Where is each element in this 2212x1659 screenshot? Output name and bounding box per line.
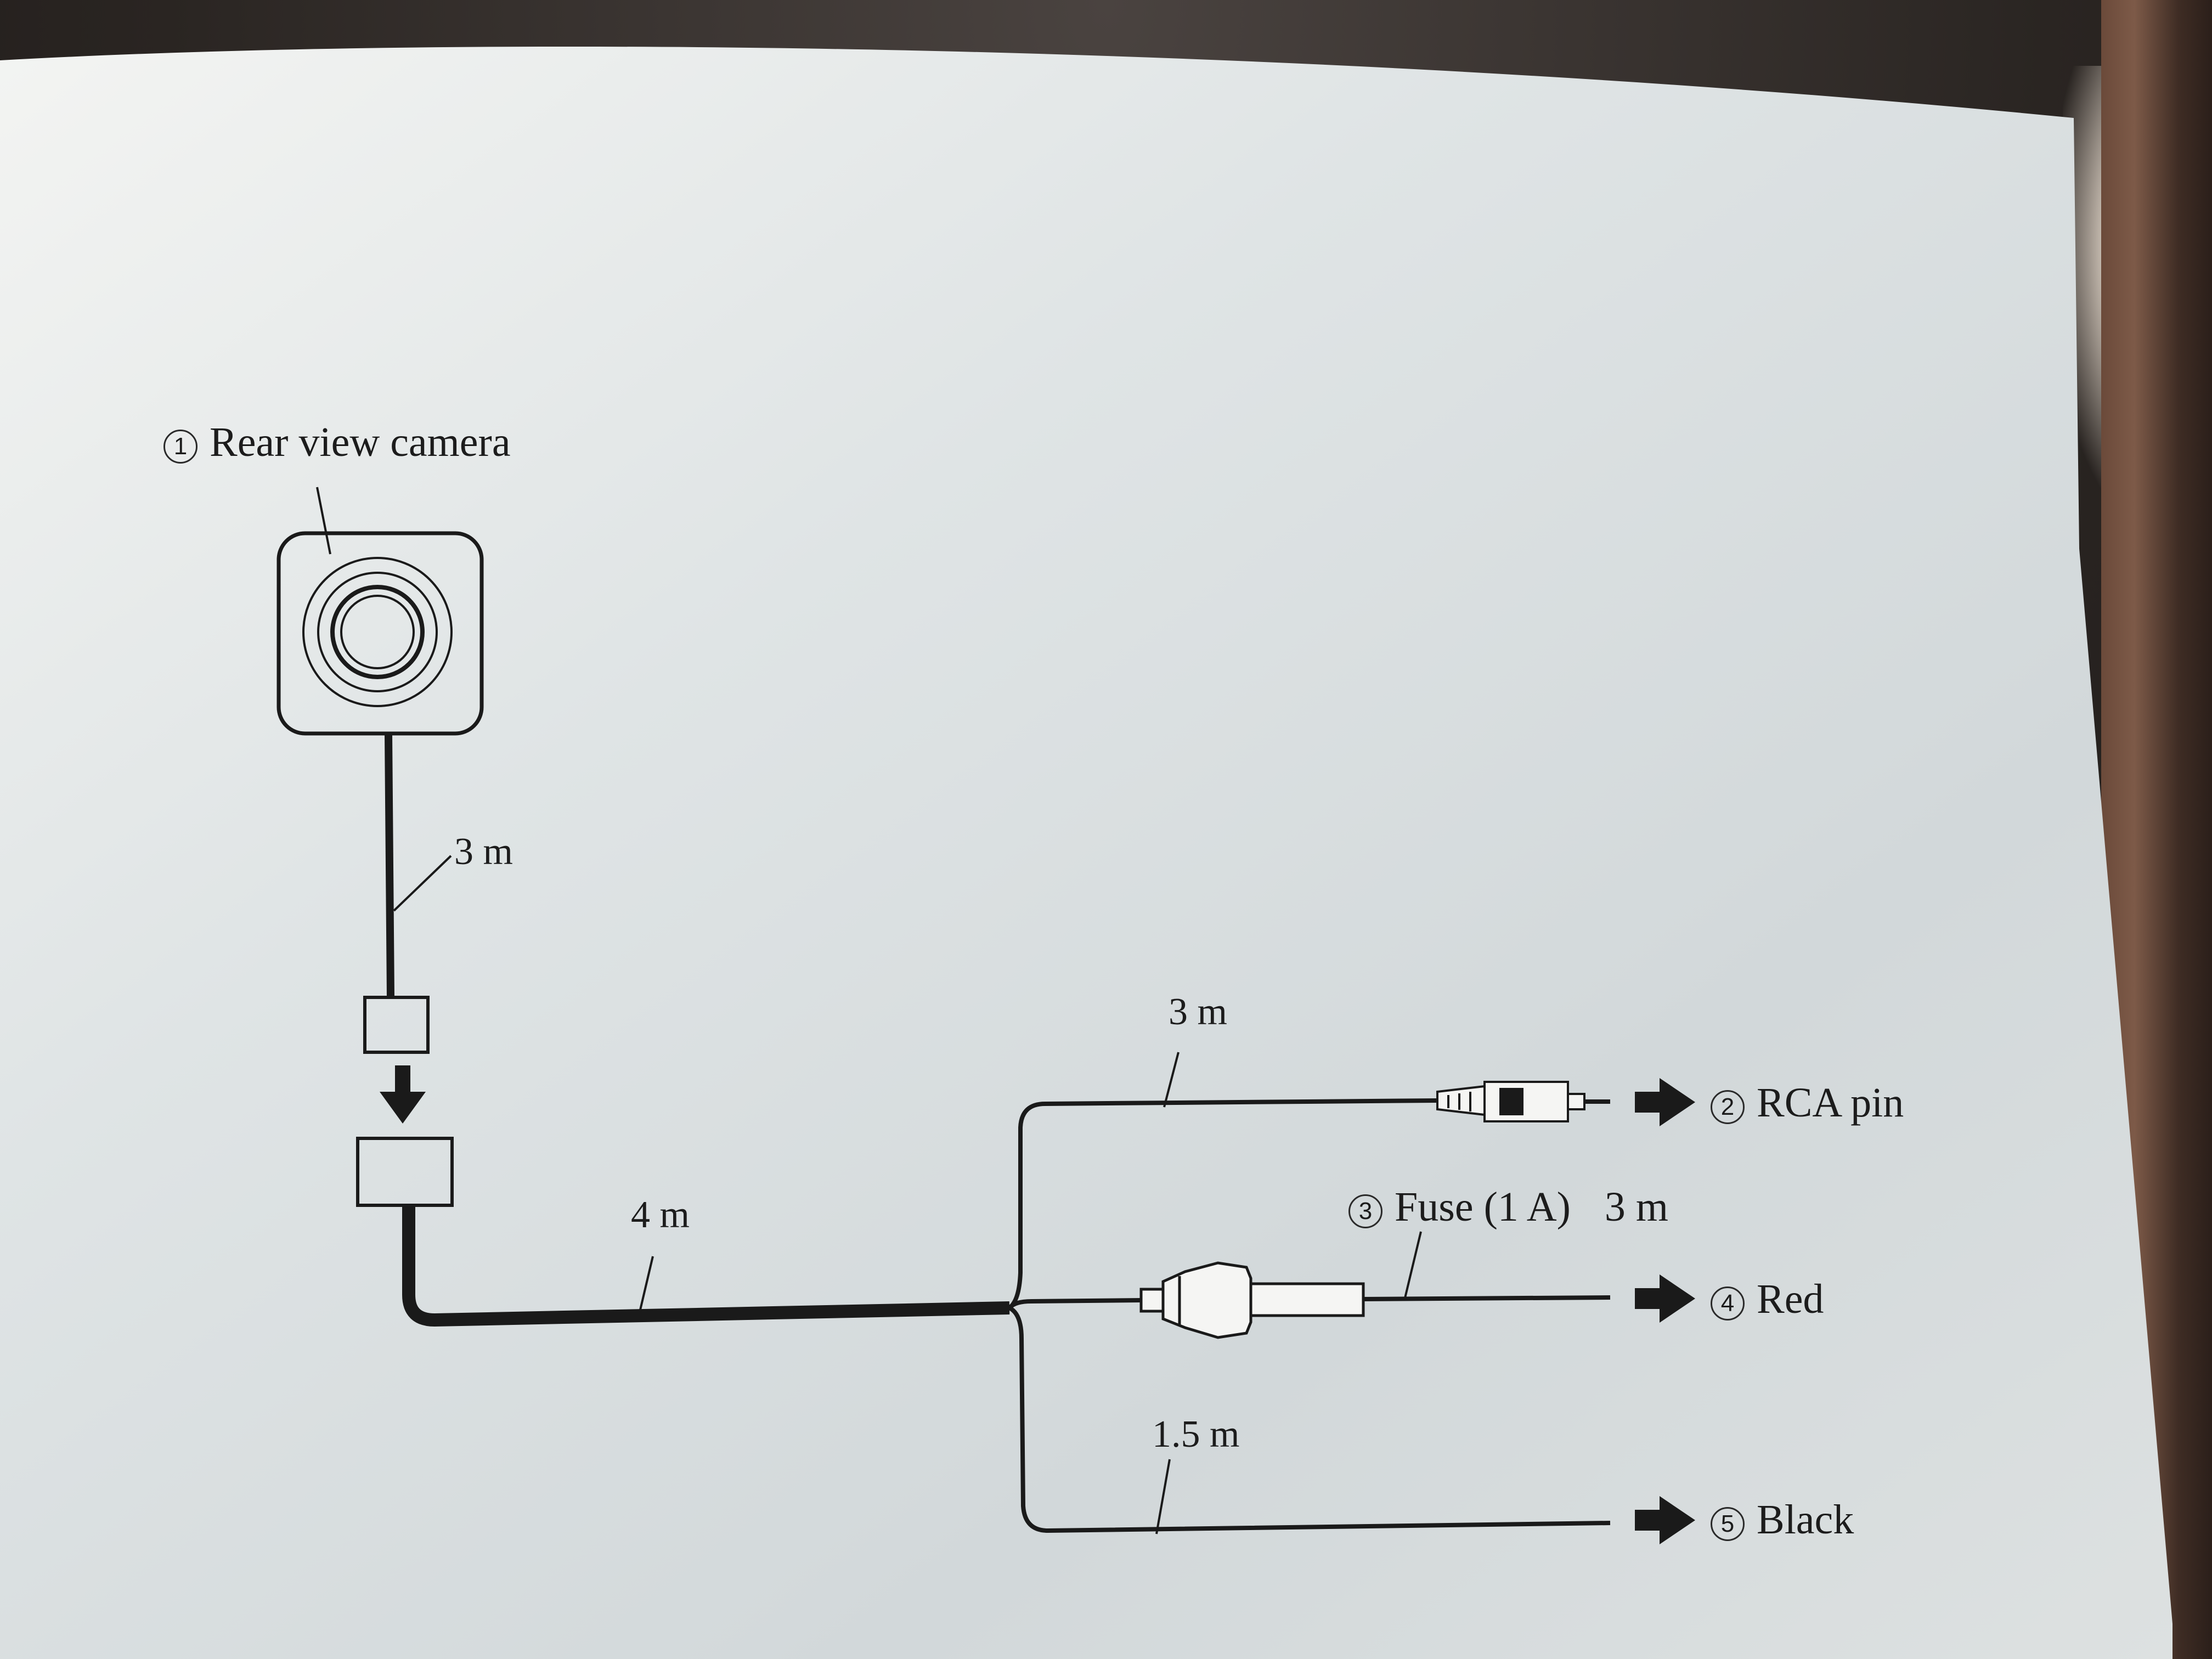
fuse-label: 3 Fuse (1 A) 3 m	[1348, 1186, 1668, 1228]
camera-cable	[385, 733, 394, 998]
black-cable-length-leader	[1155, 1459, 1171, 1534]
rca-arrow-icon	[1635, 1078, 1695, 1126]
camera-cable-length: 3 m	[454, 831, 513, 873]
rca-plug-icon	[1436, 1081, 1610, 1122]
red-wire	[1363, 1295, 1611, 1301]
main-cable-length: 4 m	[631, 1194, 690, 1236]
camera-connector	[363, 996, 430, 1054]
rca-cable-length-leader	[1163, 1052, 1180, 1108]
fuse-holder-icon	[1139, 1261, 1365, 1339]
red-cable-length: 3 m	[1604, 1184, 1669, 1230]
rca-cable-length: 3 m	[1169, 991, 1227, 1033]
camera-leader-line	[316, 487, 331, 555]
rca-label-text: RCA pin	[1757, 1080, 1904, 1126]
black-label-text: Black	[1757, 1497, 1854, 1543]
main-cable	[402, 1205, 1010, 1327]
main-cable-length-leader	[638, 1256, 654, 1315]
red-arrow-icon	[1635, 1274, 1695, 1323]
black-cable	[1008, 1306, 1611, 1533]
connect-arrow-icon	[380, 1065, 426, 1124]
fuse-label-number: 3	[1348, 1194, 1383, 1228]
camera-icon	[276, 531, 484, 736]
black-cable-length: 1.5 m	[1152, 1413, 1240, 1455]
camera-cable-length-leader	[393, 855, 452, 912]
black-label: 5 Black	[1711, 1499, 1854, 1541]
camera-label-text: Rear view camera	[210, 419, 511, 465]
red-label-text: Red	[1757, 1276, 1824, 1322]
red-label: 4 Red	[1711, 1278, 1824, 1321]
paper-sheet	[0, 46, 2172, 1659]
rca-cable	[1008, 1098, 1438, 1310]
camera-label-number: 1	[163, 429, 198, 464]
fuse-leader-line	[1403, 1231, 1422, 1301]
black-arrow-icon	[1635, 1496, 1695, 1544]
rca-label: 2 RCA pin	[1711, 1082, 1904, 1124]
fuse-label-text: Fuse (1 A)	[1395, 1184, 1571, 1230]
camera-label: 1 Rear view camera	[163, 421, 511, 464]
red-label-number: 4	[1711, 1286, 1745, 1321]
black-label-number: 5	[1711, 1506, 1745, 1541]
rca-label-number: 2	[1711, 1090, 1745, 1124]
